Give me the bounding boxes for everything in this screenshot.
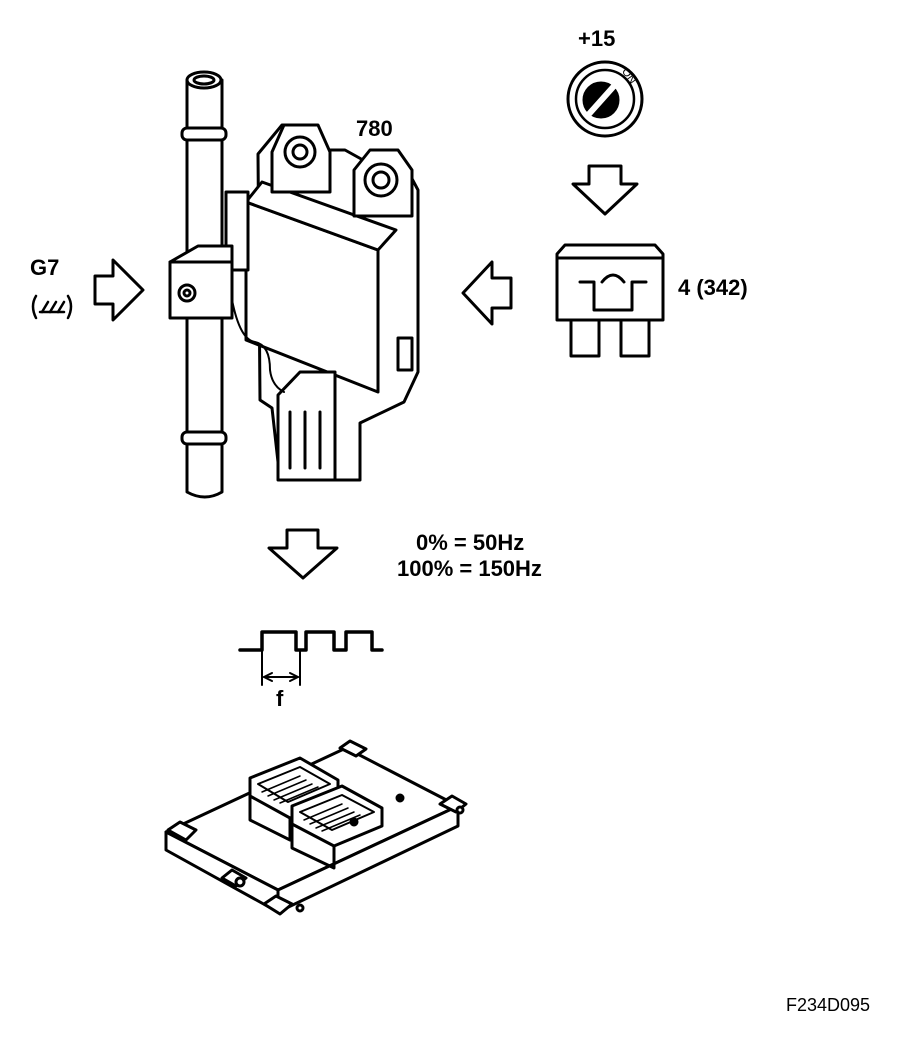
ignition-label: +15 [578, 26, 616, 51]
ground-symbol-icon [31, 294, 73, 320]
ground-name-label: G7 [30, 255, 60, 280]
fuse-icon [555, 243, 665, 358]
frequency-low-label: 0% = 50Hz [416, 530, 525, 555]
square-wave-signal-icon [238, 630, 384, 686]
sensor-number-label: 780 [356, 116, 393, 141]
figure-id-label: F234D095 [786, 995, 871, 1015]
arrow-right-ground [93, 258, 145, 322]
frequency-high-label: 100% = 150Hz [397, 556, 542, 581]
engine-control-module [164, 739, 468, 916]
arrow-left-fuse [461, 260, 513, 326]
fuel-composition-sensor [168, 70, 420, 499]
fuse-label: 4 (342) [678, 275, 748, 300]
arrow-down-ignition [571, 164, 639, 216]
ignition-switch-icon: ON [566, 60, 644, 138]
arrow-down-sensor [267, 528, 339, 580]
frequency-symbol-label: f [276, 686, 284, 711]
